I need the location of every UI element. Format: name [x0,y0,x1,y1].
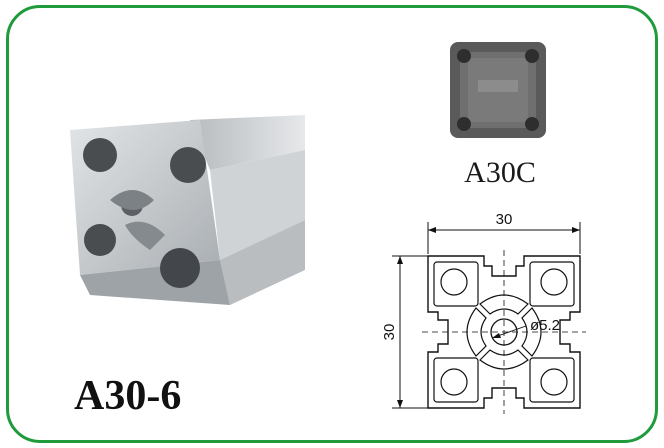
product-model-label: A30-6 [74,373,182,419]
aluminium-profile-photo-icon [70,115,305,305]
hole-diameter-label: ø5.2 [530,317,560,334]
profile-cross-section-drawing: 30 30 ø5.2 [381,211,586,414]
height-dimension-label: 30 [381,324,398,341]
width-dimension-label: 30 [496,211,513,228]
end-cap-photo-icon [450,42,546,138]
cap-model-label: A30C [464,156,536,189]
